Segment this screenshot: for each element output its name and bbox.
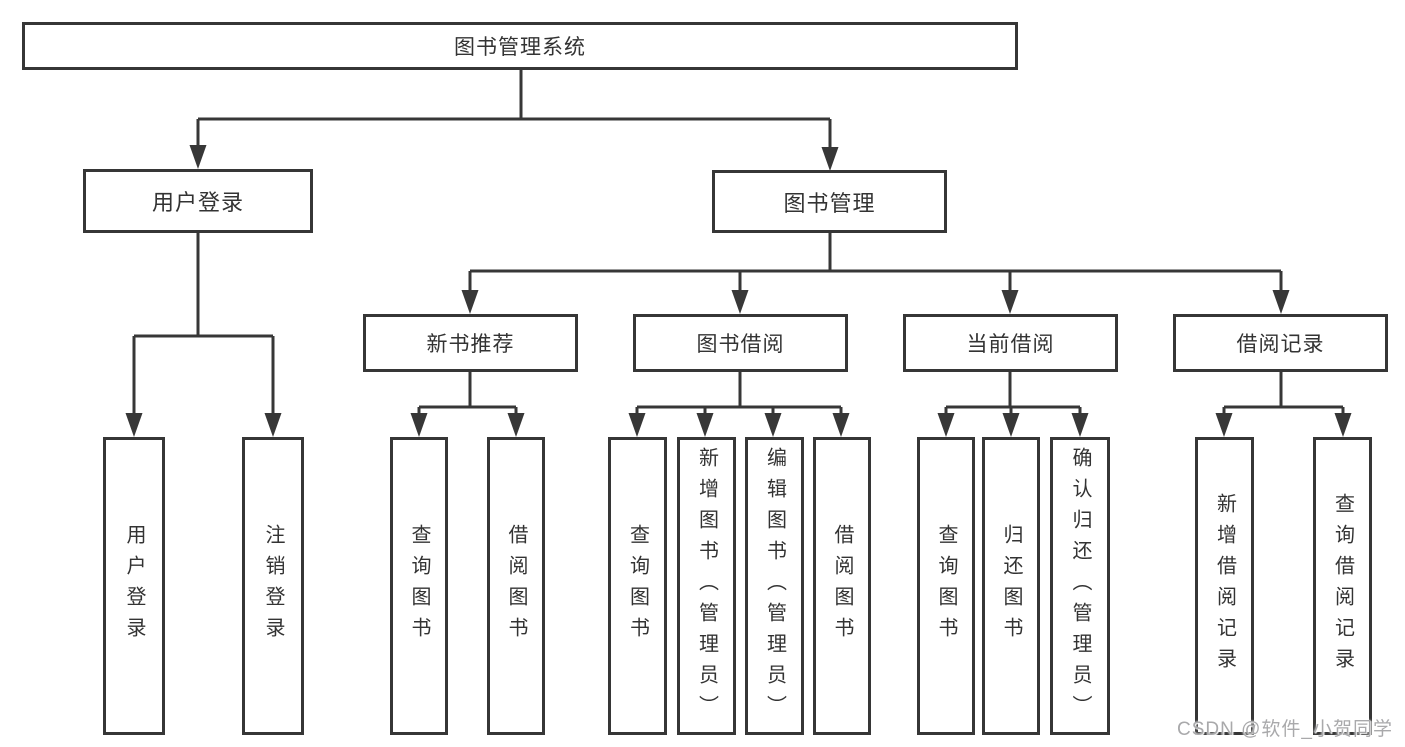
node-user-login-label: 用户登录 xyxy=(151,190,244,215)
node-book-borrowing-label: 图书借阅 xyxy=(696,333,785,356)
connector-root-to-level2 xyxy=(196,70,832,149)
leaf-confirm-return-admin-label: 确认归还（管理员） xyxy=(1069,446,1091,726)
node-borrow-records-label: 借阅记录 xyxy=(1236,333,1325,356)
leaf-add-books-admin-label: 新增图书（管理员） xyxy=(695,446,718,726)
connector-borrow-to-leaves xyxy=(635,372,843,415)
node-borrow-records: 借阅记录 xyxy=(1173,314,1388,372)
leaf-query-books-1: 查询图书 xyxy=(390,437,448,735)
node-book-management: 图书管理 xyxy=(712,170,947,233)
leaf-user-login-label: 用户登录 xyxy=(123,524,145,648)
node-library-system: 图书管理系统 xyxy=(22,22,1018,70)
node-current-borrowing: 当前借阅 xyxy=(903,314,1118,372)
connector-current-to-leaves xyxy=(944,372,1082,415)
leaf-return-books-label: 归还图书 xyxy=(1000,524,1022,648)
leaf-query-books-2-label: 查询图书 xyxy=(626,524,649,648)
connector-bookmgmt-to-level3 xyxy=(468,233,1283,292)
arrowheads xyxy=(125,145,1352,437)
node-current-borrowing-label: 当前借阅 xyxy=(966,333,1055,356)
leaf-query-borrow-record: 查询借阅记录 xyxy=(1313,437,1372,735)
leaf-query-books-3-label: 查询图书 xyxy=(935,524,957,648)
node-book-borrowing: 图书借阅 xyxy=(633,314,848,372)
leaf-confirm-return-admin: 确认归还（管理员） xyxy=(1050,437,1110,735)
leaf-edit-books-admin-label: 编辑图书（管理员） xyxy=(763,446,786,726)
leaf-return-books: 归还图书 xyxy=(982,437,1040,735)
leaf-query-books-2: 查询图书 xyxy=(608,437,667,735)
leaf-edit-books-admin: 编辑图书（管理员） xyxy=(745,437,804,735)
node-book-management-label: 图书管理 xyxy=(783,190,876,216)
leaf-borrow-books-1-label: 借阅图书 xyxy=(505,524,527,648)
node-user-login: 用户登录 xyxy=(83,169,313,233)
leaf-borrow-books-2-label: 借阅图书 xyxy=(831,524,853,648)
connector-records-to-leaves xyxy=(1222,372,1345,415)
leaf-borrow-books-2: 借阅图书 xyxy=(813,437,871,735)
leaf-logout-label: 注销登录 xyxy=(262,524,284,648)
node-library-system-label: 图书管理系统 xyxy=(454,36,586,59)
leaf-user-login: 用户登录 xyxy=(103,437,165,735)
csdn-watermark: CSDN @软件_小贺同学 xyxy=(1177,719,1393,740)
leaf-query-borrow-record-label: 查询借阅记录 xyxy=(1331,493,1354,679)
leaf-add-books-admin: 新增图书（管理员） xyxy=(677,437,736,735)
leaf-borrow-books-1: 借阅图书 xyxy=(487,437,545,735)
node-new-book-recommend-label: 新书推荐 xyxy=(426,333,515,356)
node-new-book-recommend: 新书推荐 xyxy=(363,314,578,372)
leaf-query-books-1-label: 查询图书 xyxy=(408,524,430,648)
leaf-add-borrow-record: 新增借阅记录 xyxy=(1195,437,1254,735)
leaf-query-books-3: 查询图书 xyxy=(917,437,975,735)
connector-userlogin-to-leaves xyxy=(132,233,275,415)
leaf-add-borrow-record-label: 新增借阅记录 xyxy=(1213,493,1236,679)
leaf-logout: 注销登录 xyxy=(242,437,304,735)
connector-newbooks-to-leaves xyxy=(417,372,518,415)
